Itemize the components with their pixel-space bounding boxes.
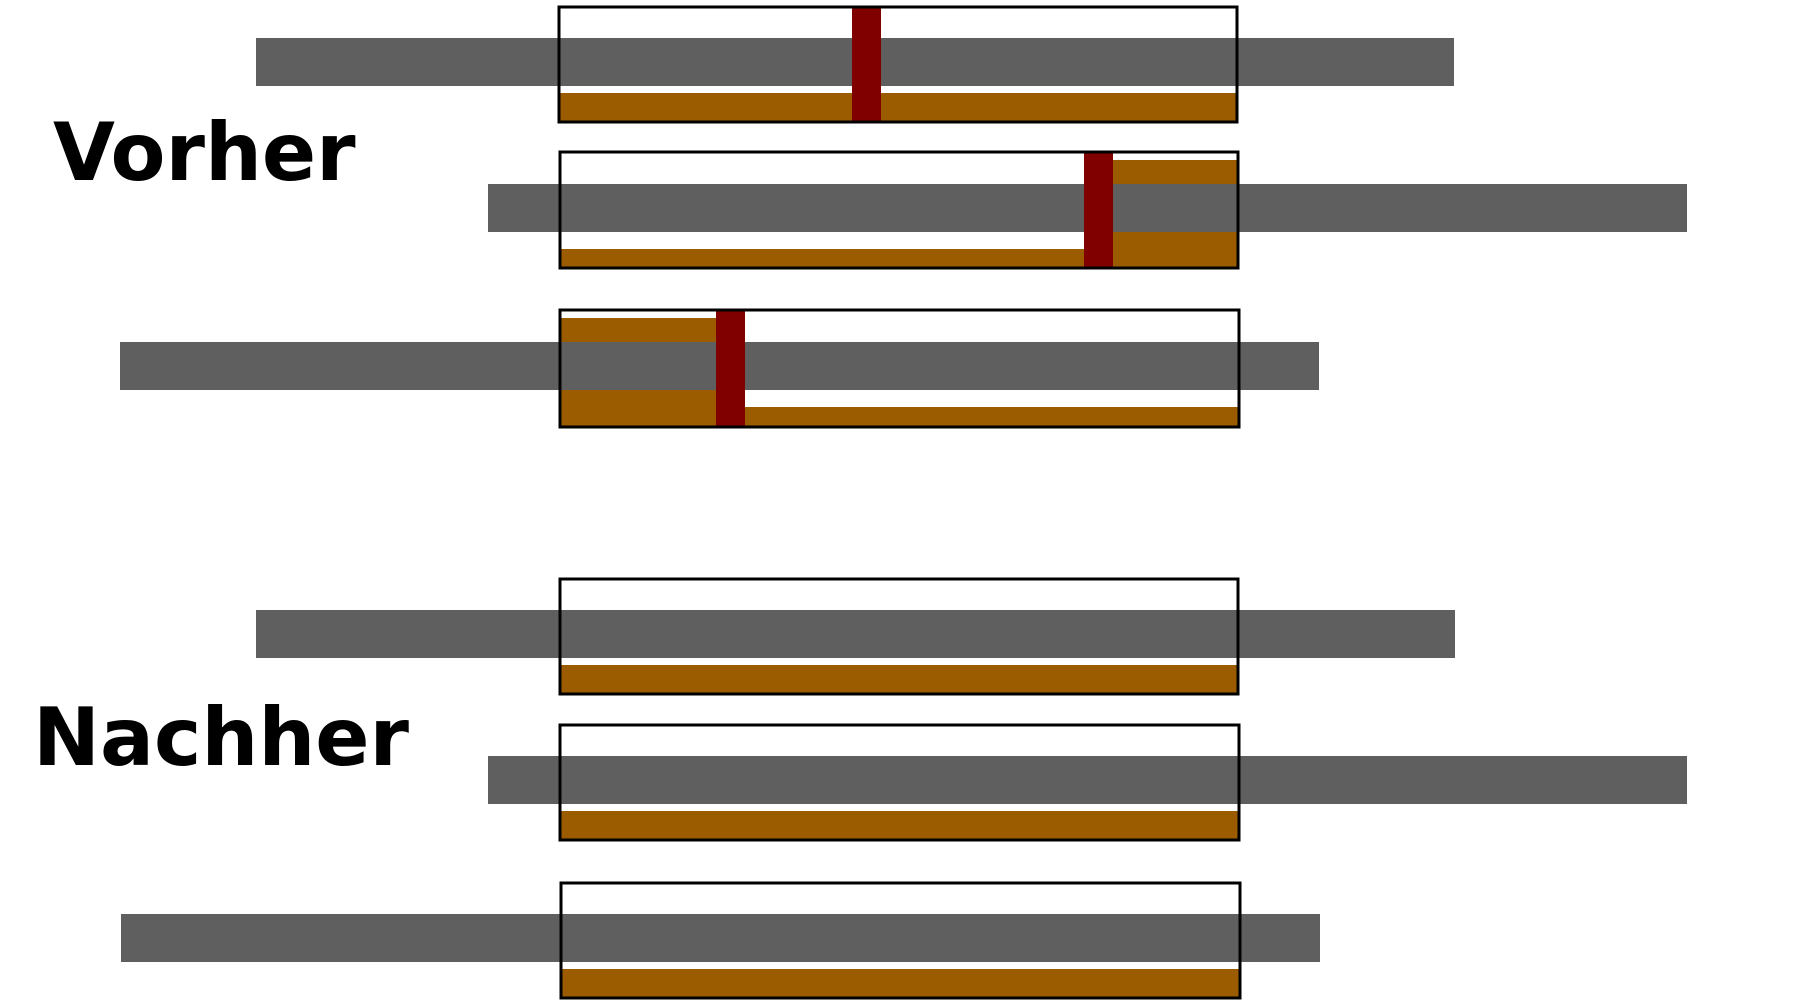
divider-plunger (716, 311, 745, 426)
before-unit-2 (488, 150, 1687, 270)
rod-bar (488, 756, 1687, 804)
after-label: Nachher (33, 691, 410, 784)
before-unit-1 (256, 5, 1454, 124)
cylinder-frame (557, 5, 1239, 124)
before-label: Vorher (53, 106, 356, 199)
cylinder-frame (559, 881, 1242, 1000)
cylinder-frame (558, 723, 1241, 842)
divider-plunger (852, 8, 881, 121)
after-unit-2 (488, 723, 1687, 842)
fluid-layer-right (745, 407, 1238, 426)
rod-bar (256, 610, 1455, 658)
fluid-layer (560, 811, 1238, 839)
rod-bar (121, 914, 1320, 962)
cylinder-frame (558, 308, 1241, 429)
fluid-layer-left (560, 249, 1084, 267)
after-unit-3 (121, 881, 1320, 1000)
after-unit-1 (256, 577, 1455, 696)
cylinder-frame (558, 150, 1240, 270)
cylinder-frame (558, 577, 1240, 696)
before-unit-3 (120, 308, 1319, 429)
divider-plunger (1084, 153, 1113, 267)
fluid-layer (560, 665, 1237, 693)
fluid-layer (562, 969, 1239, 997)
fluid-layer (559, 93, 1236, 121)
